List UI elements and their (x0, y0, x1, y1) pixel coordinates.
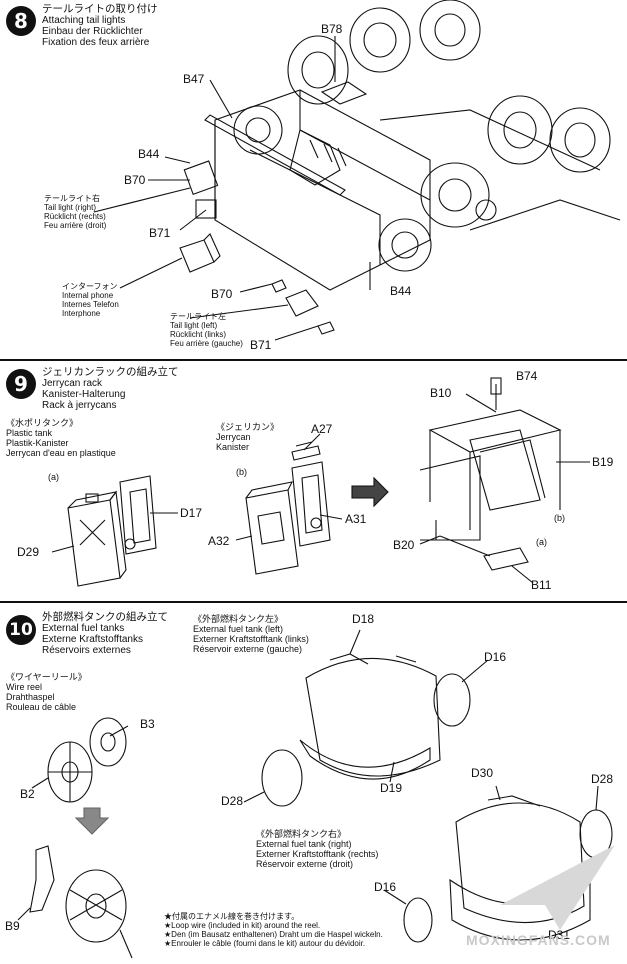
part-b44-upper: B44 (138, 147, 160, 161)
watermark-text: MOXINGFANS.COM (466, 932, 611, 948)
tank-left-label: 《外部燃料タンク左》 External fuel tank (left) Ext… (193, 614, 309, 654)
tail-light-right-label: テールライト右 Tail light (right) Rücklicht (re… (44, 194, 107, 230)
jerrycan-label: 《ジェリカン》 Jerrycan Kanister (216, 422, 280, 452)
divider-9-10 (0, 601, 627, 603)
part-d16-upper: D16 (484, 650, 507, 664)
mark-b-right: (b) (554, 513, 565, 523)
plastic-tank-label: 《水ポリタンク》 Plastic tank Plastik-Kanister J… (6, 418, 116, 458)
part-b71-upper: B71 (149, 226, 171, 240)
part-b70-lower: B70 (211, 287, 233, 301)
step-8-header: テールライトの取り付け Attaching tail lights Einbau… (42, 3, 158, 49)
part-d18: D18 (352, 612, 375, 626)
part-d28-left: D28 (221, 794, 244, 808)
wire-reel-label: 《ワイヤーリール》 Wire reel Drahthaspel Rouleau … (6, 672, 87, 712)
step-10-title-fr: Réservoirs externes (42, 645, 131, 656)
part-d19: D19 (380, 781, 403, 795)
step-9-title-en: Jerrycan rack (42, 378, 103, 389)
part-a31: A31 (345, 512, 367, 526)
step-8-title-fr: Fixation des feux arrière (42, 37, 150, 48)
part-b3: B3 (140, 717, 155, 731)
step-9-title-de: Kanister-Halterung (42, 389, 126, 400)
part-d17: D17 (180, 506, 203, 520)
part-b74: B74 (516, 369, 538, 383)
part-d31: D31 (548, 928, 571, 942)
part-b71-lower: B71 (250, 338, 272, 352)
part-b10: B10 (430, 386, 452, 400)
part-d30: D30 (471, 766, 494, 780)
step-10-number: 10 (6, 615, 36, 645)
wire-note: ★付属のエナメル線を巻き付けます。 ★Loop wire (included i… (164, 912, 383, 948)
part-b2: B2 (20, 787, 35, 801)
part-b19: B19 (592, 455, 614, 469)
mark-b-left: (b) (236, 467, 247, 477)
watermark-plane-icon (500, 845, 615, 930)
part-d29: D29 (17, 545, 40, 559)
divider-8-9 (0, 359, 627, 361)
part-b11: B11 (531, 578, 552, 592)
step-9-number: 9 (6, 369, 36, 399)
step-8-title-en: Attaching tail lights (42, 15, 126, 26)
part-b44-lower: B44 (390, 284, 412, 298)
tank-right-label: 《外部燃料タンク右》 External fuel tank (right) Ex… (256, 829, 379, 869)
step-10-title-jp: 外部燃料タンクの組み立て (42, 611, 168, 623)
step-8-title-de: Einbau der Rücklichter (42, 26, 143, 37)
part-b70-upper: B70 (124, 173, 146, 187)
tail-light-left-label: テールライト左 Tail light (left) Rücklicht (lin… (170, 312, 243, 348)
step-8-tank-illustration (93, 0, 621, 341)
part-b9: B9 (5, 919, 20, 933)
part-b20: B20 (393, 538, 415, 552)
part-d28-right: D28 (591, 772, 614, 786)
part-d16-lower: D16 (374, 880, 397, 894)
step-10-title-en: External fuel tanks (42, 623, 125, 634)
step-10-header: 外部燃料タンクの組み立て External fuel tanks Externe… (42, 611, 168, 657)
step-9-title-fr: Rack à jerrycans (42, 400, 117, 411)
part-a27: A27 (311, 422, 333, 436)
interphone-label: インターフォン Internal phone Internes Telefon … (62, 282, 119, 318)
step-9-title-jp: ジェリカンラックの組み立て (42, 366, 179, 378)
part-b78: B78 (321, 22, 343, 36)
mark-a-right: (a) (536, 537, 547, 547)
step-8-number: 8 (6, 6, 36, 36)
part-b47: B47 (183, 72, 205, 86)
step-8-title-jp: テールライトの取り付け (42, 3, 158, 15)
mark-a-left: (a) (48, 472, 59, 482)
step-9-header: ジェリカンラックの組み立て Jerrycan rack Kanister-Hal… (42, 366, 179, 412)
step-10-title-de: Externe Kraftstofftanks (42, 634, 143, 645)
part-a32: A32 (208, 534, 230, 548)
